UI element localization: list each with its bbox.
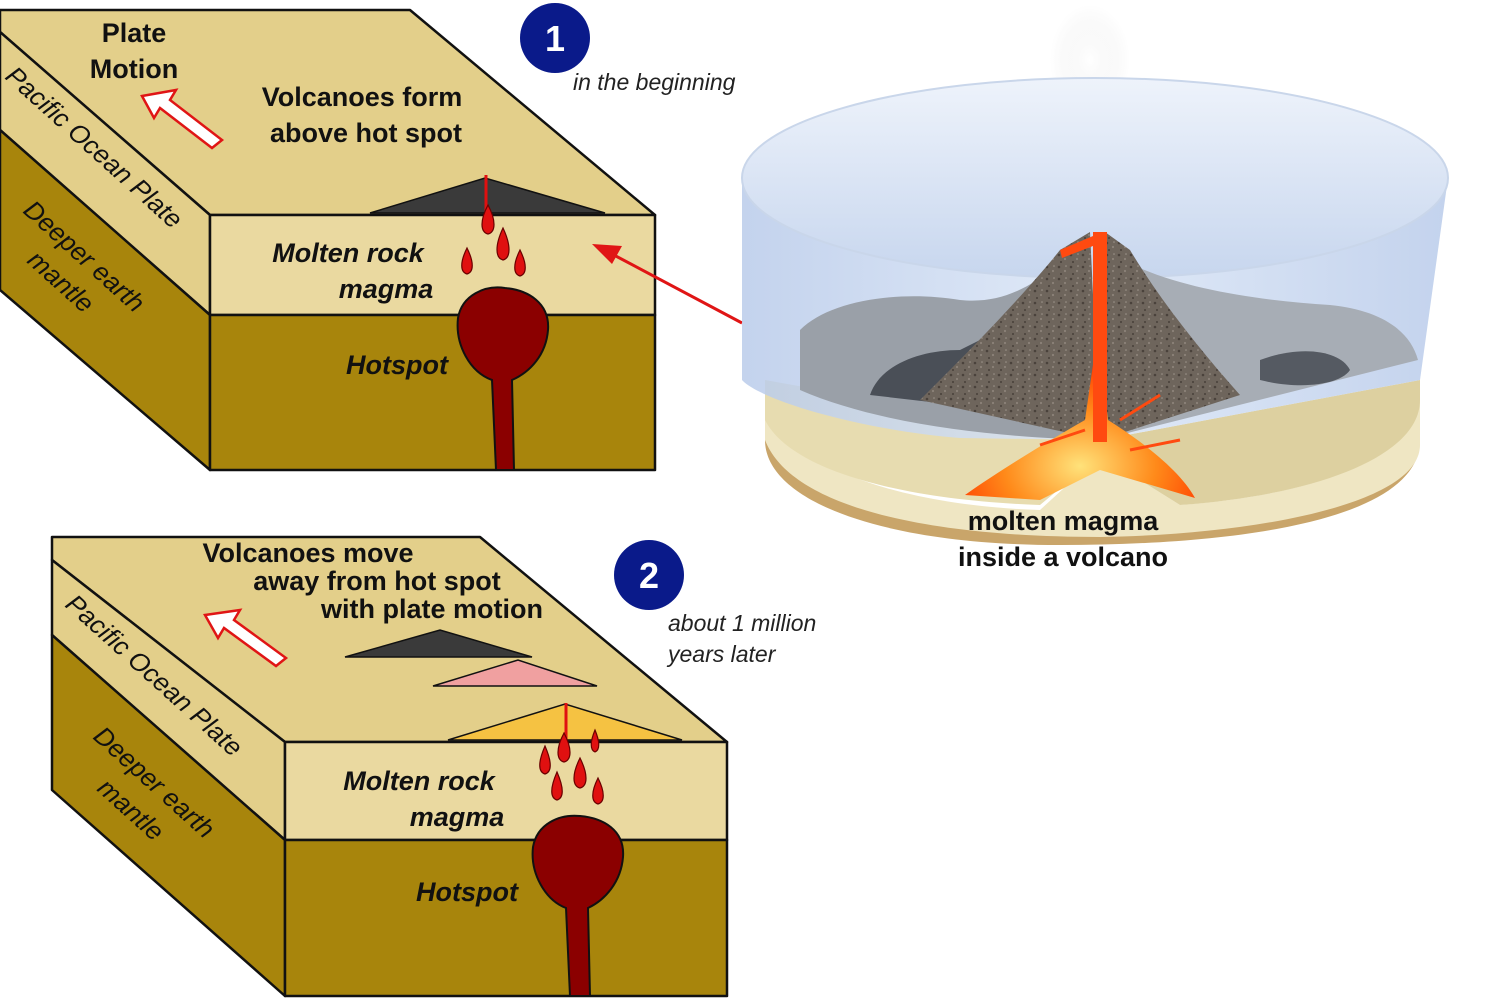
step-1-caption: in the beginning	[573, 69, 736, 95]
panel-1-molten-label: Molten rock	[272, 238, 426, 268]
pointer-arrow-icon	[592, 244, 743, 325]
panel-1-front-mantle-face	[208, 313, 657, 472]
panel-1-molten-label: magma	[339, 274, 434, 304]
panel-1-hotspot-label: Hotspot	[346, 350, 449, 380]
volcano-cutaway-label: inside a volcano	[958, 542, 1168, 572]
magma-chamber	[965, 330, 1195, 500]
panel-1-volcano-label: above hot spot	[270, 118, 462, 148]
panel-2-hotspot-plume	[531, 814, 625, 997]
panel-1-block: Plate Motion Volcanoes form above hot sp…	[0, 8, 657, 472]
panel-2-volcano-label: Volcanoes move	[202, 538, 413, 568]
panel-2-plate-motion-arrow-icon	[203, 608, 289, 668]
panel-1-plate-motion-arrow-icon	[140, 88, 225, 150]
volcano-cutaway	[741, 5, 1449, 545]
panel-1-hotspot-plume	[456, 286, 550, 471]
panel-2-mid-volcano-icon	[432, 659, 598, 687]
panel-2-magma-drops	[539, 728, 604, 805]
panel-2-block: Volcanoes move away from hot spot with p…	[50, 535, 729, 998]
volcano-cone	[920, 232, 1100, 440]
svg-text:2: 2	[639, 555, 659, 596]
svg-text:1: 1	[545, 18, 565, 59]
panel-2-old-volcano-icon	[344, 629, 533, 658]
magma-conduit	[1093, 232, 1107, 442]
panel-1-volcano-label: Volcanoes form	[262, 82, 463, 112]
step-2-badge: 2	[614, 540, 684, 610]
panel-2-molten-label: magma	[410, 802, 505, 832]
volcano-cutaway-label: molten magma	[968, 506, 1160, 536]
step-1-badge: 1	[520, 3, 590, 73]
panel-2-volcano-label: with plate motion	[320, 594, 543, 624]
step-2-caption: years later	[666, 641, 777, 667]
panel-2-molten-label: Molten rock	[343, 766, 497, 796]
panel-1-plate-motion-label: Motion	[90, 54, 178, 84]
panel-1-magma-drops	[461, 203, 526, 277]
panel-1-plate-motion-label: Plate	[102, 18, 167, 48]
panel-2-front-mantle-face	[283, 838, 729, 998]
step-2-caption: about 1 million	[668, 610, 816, 636]
panel-2-hotspot-label: Hotspot	[416, 877, 519, 907]
panel-2-volcano-label: away from hot spot	[253, 566, 501, 596]
